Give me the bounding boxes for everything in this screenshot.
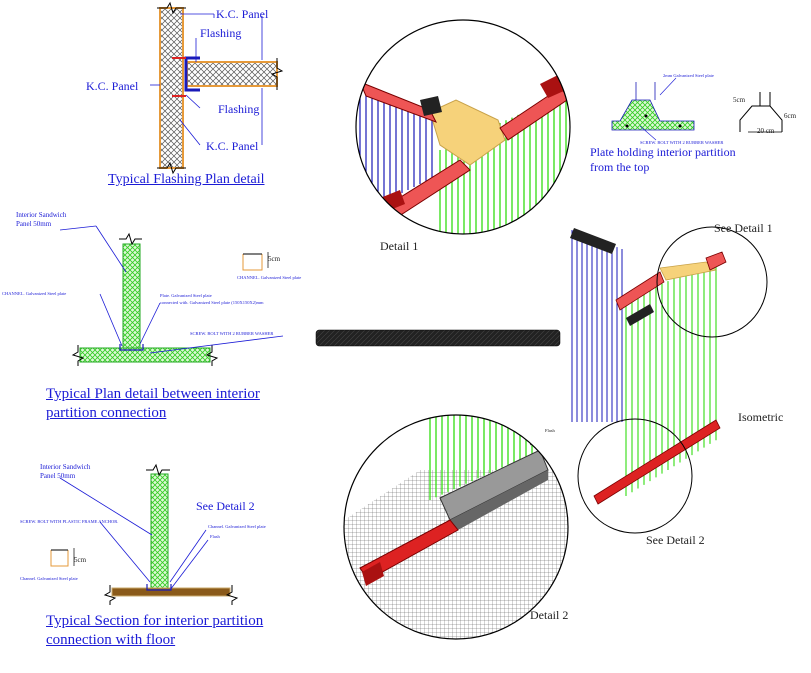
label-see-detail-1: See Detail 1 <box>714 221 773 235</box>
label-flashing-bottom: Flashing <box>218 102 260 116</box>
label-flashing-top: Flashing <box>200 26 242 40</box>
label-top-plate-screw: SCREW. BOLT WITH 2 RUBBER WASHER <box>640 140 724 145</box>
title-section-detail-2: connection with floor <box>46 632 176 648</box>
detail-2-drawing <box>343 414 569 640</box>
label-plan-screw: SCREW. BOLT WITH 2 RUBBER WASHER <box>190 331 274 336</box>
label-plan-channel: CHANNEL. Galvanized Steel plate <box>2 291 67 296</box>
label-section-flash: Flash <box>210 534 220 539</box>
dim-top-5cm: 5cm <box>733 96 746 104</box>
detail-1-drawing <box>355 19 571 235</box>
top-plate-drawing <box>611 77 783 141</box>
label-section-see-detail-2: See Detail 2 <box>196 499 255 513</box>
caption-isometric: Isometric <box>738 410 784 424</box>
title-flashing-plan: Typical Flashing Plan detail <box>108 172 265 187</box>
dim-plan-5cm: 5cm <box>268 255 281 263</box>
plan-detail-drawing <box>59 225 284 366</box>
label-plan-plate-1: Plate. Galvanized Steel plate <box>160 293 212 298</box>
caption-top-plate-1: Plate holding interior partition <box>590 145 736 159</box>
title-plan-detail-2: partition connection <box>46 405 167 421</box>
caption-detail-1: Detail 1 <box>380 239 419 253</box>
label-section-channel-left: Channel. Galvanized Steel plate <box>20 576 78 581</box>
label-kc-panel-bottom: K.C. Panel <box>206 139 259 153</box>
label-plan-panel-1: Interior Sandwich <box>16 211 67 219</box>
dim-top-20cm: 20 cm <box>757 127 775 135</box>
label-plan-plate-2: connected with. Galvanized Steel plate (… <box>160 300 264 305</box>
label-section-screw: SCREW. BOLT WITH PLASTIC FRAME ANCHOR. <box>20 519 119 524</box>
section-detail-drawing <box>50 463 239 605</box>
label-top-plate: 2mm Galvanized Steel plate <box>663 73 714 78</box>
label-section-channel-right: Channel. Galvanized Steel plate <box>208 524 266 529</box>
label-kc-panel-left: K.C. Panel <box>86 79 139 93</box>
caption-top-plate-2: from the top <box>590 160 650 174</box>
isometric-drawing <box>570 226 768 534</box>
title-plan-detail-1: Typical Plan detail between interior <box>46 386 260 402</box>
label-see-detail-2: See Detail 2 <box>646 533 705 547</box>
caption-detail-2: Detail 2 <box>530 608 569 622</box>
dim-top-6cm: 6cm <box>784 112 797 120</box>
title-section-detail-1: Typical Section for interior partition <box>46 613 264 629</box>
label-section-panel-1: Interior Sandwich <box>40 463 91 471</box>
dim-section-5cm: 5cm <box>74 556 87 564</box>
section-bar <box>315 329 561 347</box>
label-plan-channel-right: CHANNEL. Galvanized Steel plate <box>237 275 302 280</box>
label-section-panel-2: Panel 50mm <box>40 472 76 480</box>
label-kc-panel-top: K.C. Panel <box>216 7 269 21</box>
flashing-plan-detail <box>150 1 284 175</box>
label-detail2-flash: Flash <box>545 428 555 433</box>
label-plan-panel-2: Panel 50mm <box>16 220 52 228</box>
